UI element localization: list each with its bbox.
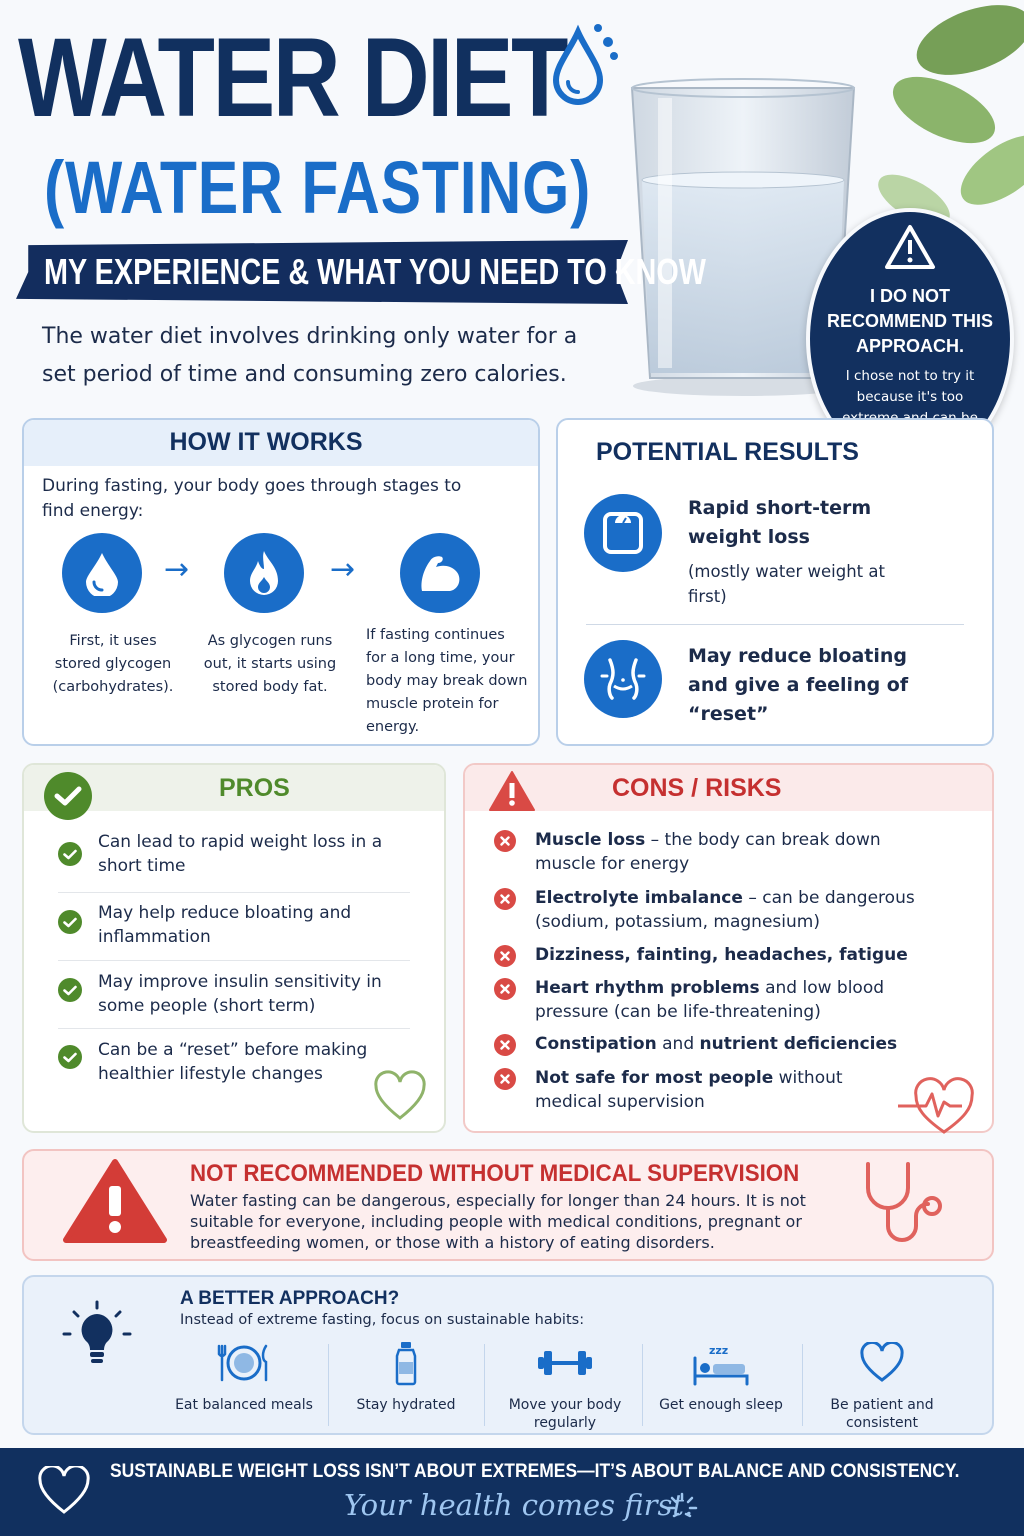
how-it-works-header	[24, 420, 538, 466]
x-icon	[494, 830, 516, 852]
how-it-works-intro: During fasting, your body goes through s…	[42, 476, 462, 521]
stage-1-text: First, it uses stored glycogen (carbohyd…	[52, 633, 174, 695]
con-item-1: Muscle loss – the body can break down mu…	[535, 830, 881, 874]
habit-balanced-meals: Eat balanced meals	[166, 1338, 322, 1414]
flexed-arm-icon	[400, 533, 480, 613]
checkmark-badge-icon	[44, 772, 92, 820]
warning-triangle-icon	[63, 1159, 167, 1243]
pro-item-4: Can be a “reset” before making healthier…	[98, 1040, 368, 1084]
svg-text:zzz: zzz	[709, 1344, 728, 1357]
habit-get-enough-sleep: zzz Get enough sleep	[643, 1338, 799, 1414]
habit-divider	[642, 1344, 643, 1426]
pros-divider	[58, 892, 410, 893]
waist-icon	[584, 640, 662, 718]
con-item-3: Dizziness, fainting, headaches, fatigue	[535, 945, 908, 965]
cons-header	[465, 765, 992, 811]
habit-be-patient: Be patient and consistent	[804, 1338, 960, 1432]
better-approach-card	[22, 1275, 994, 1435]
scale-icon	[584, 494, 662, 572]
cons-card	[463, 763, 994, 1133]
lightbulb-icon	[62, 1300, 132, 1363]
habit-stay-hydrated: Stay hydrated	[328, 1338, 484, 1414]
sparkle-icon	[666, 1492, 698, 1518]
result-1-note: (mostly water weight at first)	[688, 562, 885, 606]
con-item-4: Heart rhythm problems and low blood pres…	[535, 978, 885, 1022]
water-bottle-icon	[328, 1338, 484, 1388]
habit-divider	[484, 1344, 485, 1426]
water-drop-icon	[552, 24, 618, 105]
habit-divider	[328, 1344, 329, 1426]
habit-label: Get enough sleep	[659, 1397, 783, 1413]
habit-label: Eat balanced meals	[175, 1397, 313, 1413]
x-icon	[494, 978, 516, 1000]
heartbeat-icon	[898, 1077, 974, 1134]
stage-3-text: If fasting continues for a long time, yo…	[366, 627, 528, 735]
better-approach-subtitle: Instead of extreme fasting, focus on sus…	[180, 1312, 585, 1328]
potential-results-title: POTENTIAL RESULTS	[596, 438, 859, 466]
banner-text: MY EXPERIENCE & WHAT YOU NEED TO KNOW	[44, 251, 706, 292]
medical-warning-text: Water fasting can be dangerous, especial…	[190, 1191, 806, 1252]
check-icon	[58, 842, 82, 866]
con-item-2: Electrolyte imbalance – can be dangerous…	[535, 888, 915, 932]
x-icon	[494, 1068, 516, 1090]
con-item-5: Constipation and nutrient deficiencies	[535, 1034, 898, 1054]
warning-triangle-icon	[885, 225, 935, 269]
result-1-headline: Rapid short-term weight loss	[688, 497, 872, 548]
habit-label: Be patient and consistent	[830, 1397, 934, 1431]
pros-divider	[58, 1028, 410, 1029]
pros-header	[24, 765, 444, 811]
heart-outline-icon	[38, 1466, 90, 1514]
page-title: WATER DIET	[18, 15, 568, 140]
bed-icon: zzz	[643, 1338, 799, 1388]
pros-title: PROS	[219, 774, 290, 802]
footer-tagline: SUSTAINABLE WEIGHT LOSS ISN’T ABOUT EXTR…	[110, 1461, 960, 1482]
habit-move-your-body: Move your body regularly	[487, 1338, 643, 1432]
heart-outline-icon	[804, 1338, 960, 1388]
water-drop-icon	[62, 533, 142, 613]
habit-divider	[802, 1344, 803, 1426]
medical-warning-card	[22, 1149, 994, 1261]
stage-2-text: As glycogen runs out, it starts using st…	[203, 633, 337, 695]
water-glass-image	[630, 78, 856, 396]
dumbbell-icon	[487, 1338, 643, 1388]
how-it-works-title: HOW IT WORKS	[169, 428, 363, 456]
pro-item-3: May improve insulin sensitivity in some …	[98, 972, 382, 1016]
habit-label: Move your body regularly	[508, 1397, 622, 1431]
pros-divider	[58, 960, 410, 961]
pros-card	[22, 763, 446, 1133]
plate-icon	[166, 1338, 322, 1388]
habit-label: Stay hydrated	[356, 1397, 456, 1413]
pro-item-2: May help reduce bloating and inflammatio…	[98, 903, 352, 947]
flame-icon	[224, 533, 304, 613]
subtitle-banner	[16, 240, 628, 304]
heart-outline-icon	[374, 1070, 426, 1120]
x-icon	[494, 1034, 516, 1056]
results-divider	[586, 624, 964, 625]
footer-script: Your health comes first.	[344, 1488, 694, 1522]
footer-bar	[0, 1448, 1024, 1536]
medical-warning-title: NOT RECOMMENDED WITHOUT MEDICAL SUPERVIS…	[190, 1160, 800, 1187]
x-icon	[494, 945, 516, 967]
stethoscope-icon	[866, 1162, 942, 1242]
result-2-headline: May reduce bloating and give a feeling o…	[688, 645, 909, 725]
con-item-6: Not safe for most people without medical…	[535, 1068, 843, 1112]
warning-headline: I DO NOT RECOMMEND THIS APPROACH.	[827, 286, 993, 356]
check-icon	[58, 910, 82, 934]
pro-item-1: Can lead to rapid weight loss in a short…	[98, 832, 383, 876]
better-approach-title: A BETTER APPROACH?	[180, 1288, 400, 1309]
check-icon	[58, 978, 82, 1002]
check-icon	[58, 1045, 82, 1069]
page-subtitle: (WATER FASTING)	[44, 146, 592, 229]
arrow-right-icon: →	[164, 552, 190, 587]
intro-text: The water diet involves drinking only wa…	[42, 324, 578, 387]
warning-triangle-icon	[489, 771, 535, 811]
cons-title: CONS / RISKS	[612, 774, 782, 802]
arrow-right-icon: →	[330, 552, 356, 587]
x-icon	[494, 888, 516, 910]
